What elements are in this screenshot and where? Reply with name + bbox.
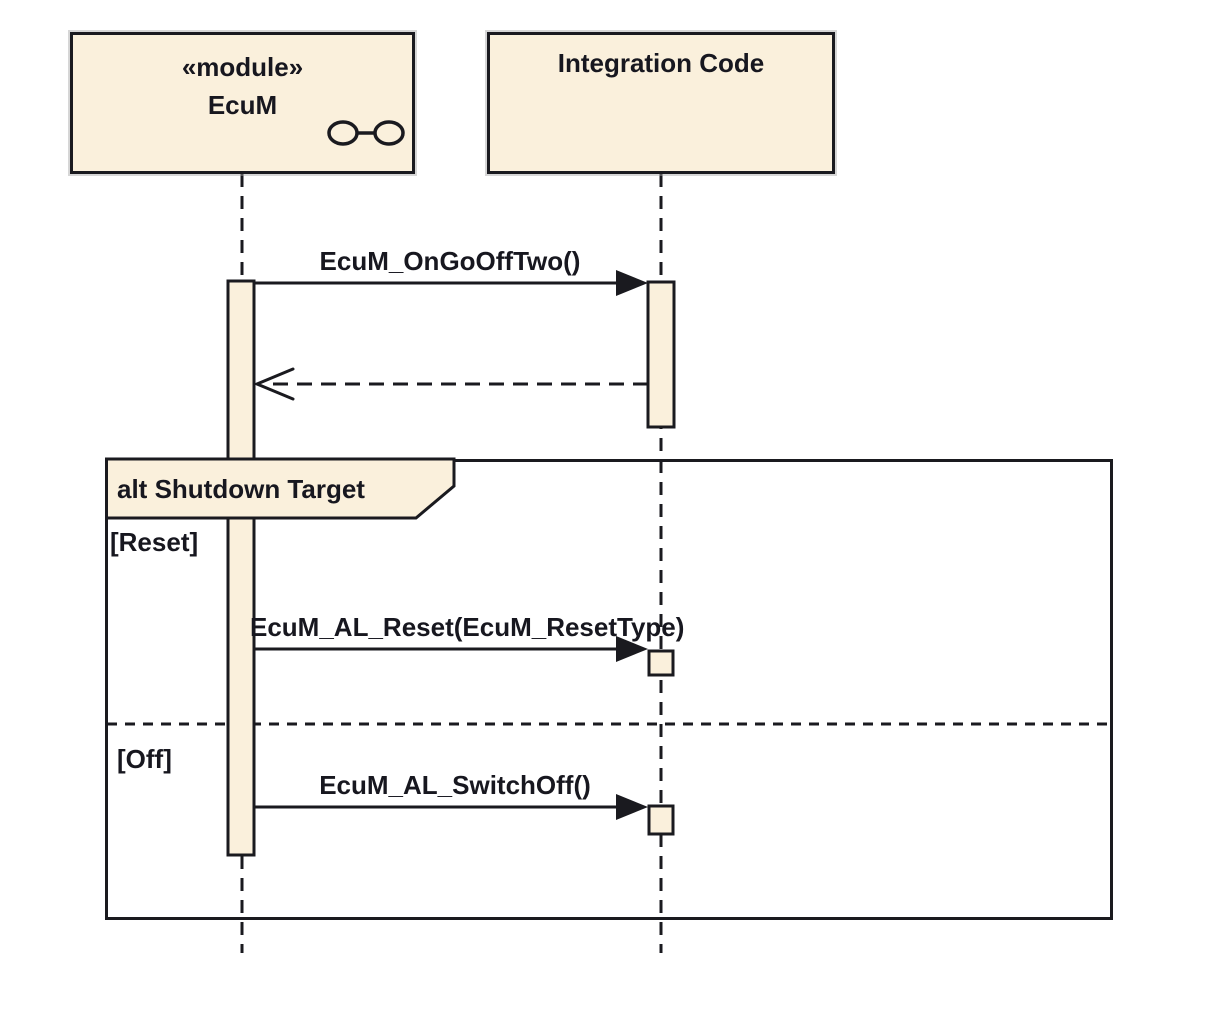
participant-integration-code: Integration Code <box>487 32 835 174</box>
participant-ecum-name: EcuM <box>207 90 278 121</box>
participant-ecum: «module» EcuM <box>70 32 415 174</box>
alt-fragment-label: alt Shutdown Target <box>117 474 365 504</box>
activation-bar-integration-reset <box>647 649 675 677</box>
guard-reset: [Reset] <box>110 527 199 557</box>
guard-off: [Off] <box>117 744 172 774</box>
activation-bar-integration-switchoff <box>647 804 675 836</box>
arrowhead-al-reset <box>616 636 648 662</box>
module-component-icon <box>327 120 405 146</box>
arrowhead-al-switchoff <box>616 794 648 820</box>
activation-bar-integration-1 <box>646 280 676 429</box>
arrowhead-return <box>253 367 295 401</box>
activation-bar-ecum <box>226 279 256 857</box>
participant-integration-code-name: Integration Code <box>557 48 765 78</box>
alt-fragment-label-pentagon <box>105 457 456 520</box>
alt-fragment-frame <box>105 459 1113 920</box>
participant-ecum-stereotype: «module» <box>181 52 304 82</box>
message-label-al-reset: EcuM_AL_Reset(EcuM_ResetType) <box>250 612 685 642</box>
message-label-al-switchoff: EcuM_AL_SwitchOff() <box>319 770 591 800</box>
message-label-ongooff-two: EcuM_OnGoOffTwo() <box>319 246 581 276</box>
arrowhead-ongooff-two <box>616 270 648 296</box>
